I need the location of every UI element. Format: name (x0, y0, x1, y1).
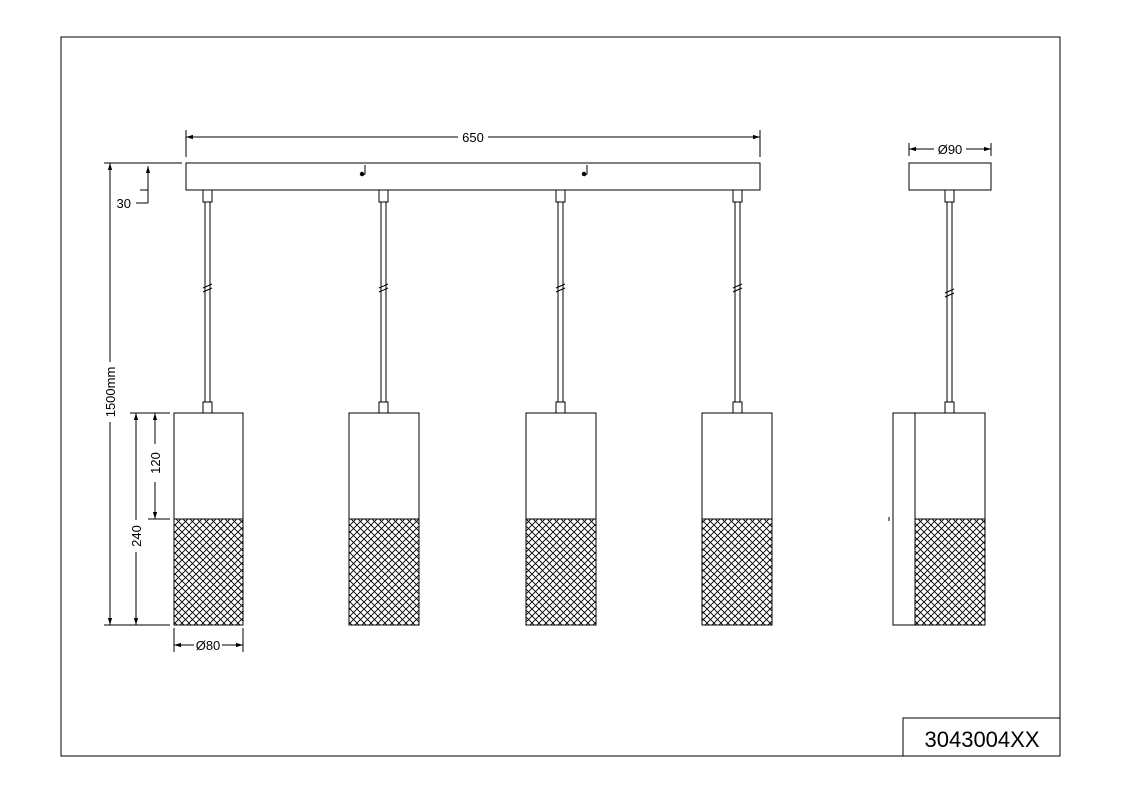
dimension-canopy-diameter: Ø90 (908, 142, 992, 157)
product-code: 3043004XX (925, 727, 1040, 752)
dimension-shade-diameter: Ø80 (173, 628, 244, 653)
pendant-lamp-4 (701, 189, 773, 626)
svg-text:240: 240 (129, 525, 144, 547)
svg-text:120: 120 (148, 452, 163, 474)
canopy-round (908, 162, 992, 191)
svg-text:Ø80: Ø80 (196, 638, 221, 653)
svg-text:1500mm: 1500mm (103, 367, 118, 418)
drawing-frame (60, 36, 1061, 757)
pendant-lamp-3 (525, 189, 597, 626)
mounting-hook-left (359, 165, 366, 177)
pendant-lamp-2 (348, 189, 420, 626)
front-view (173, 162, 773, 626)
dimension-canopy-height: 30 (117, 162, 182, 211)
svg-text:Ø90: Ø90 (938, 142, 963, 157)
dimension-shade-height: 240 (129, 412, 170, 625)
svg-text:30: 30 (117, 196, 131, 211)
canopy-bar (185, 162, 761, 191)
svg-text:650: 650 (462, 130, 484, 145)
title-block (902, 717, 1061, 757)
dimension-total-height: 1500mm (103, 162, 170, 626)
pendant-lamp-1 (173, 189, 244, 626)
side-view (888, 162, 992, 626)
mounting-hook-right (581, 165, 588, 177)
dimension-canopy-width: 650 (185, 130, 761, 157)
dimension-shade-upper: 120 (148, 413, 170, 520)
